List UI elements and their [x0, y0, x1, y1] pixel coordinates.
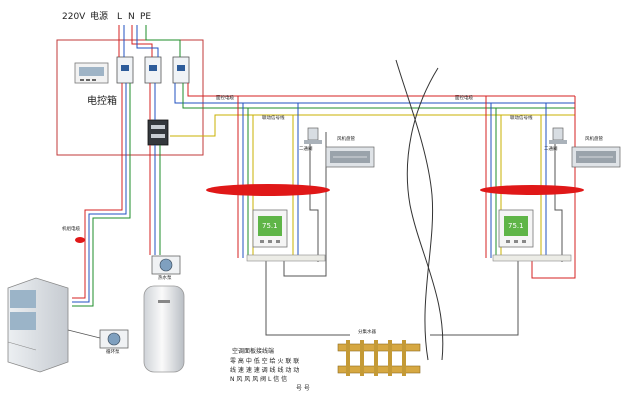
zone-2-thermostat-display: 75.1 — [508, 222, 524, 230]
zone-2-valve — [549, 127, 567, 144]
wall-break-line-right — [406, 67, 444, 361]
control-box-label: 电控箱 — [87, 96, 117, 107]
zone-1-fan-coil — [325, 146, 375, 168]
power-source-label: 电源 — [90, 12, 109, 22]
circulation-pump-label: 循环泵 — [106, 350, 120, 355]
zone-1-valve — [304, 127, 322, 144]
wiring-legend-title: 空调面板接线端 — [232, 348, 275, 355]
wiring-legend-row-3: N 风 风 风 阀 L 信 信 — [230, 376, 288, 383]
zone-2-valve-label: 二通阀 — [544, 147, 558, 152]
voltage-label: 220V — [62, 12, 86, 22]
main-cable-clamp — [75, 237, 85, 243]
line-label-n: N — [128, 12, 135, 22]
control-display-panel — [74, 62, 109, 84]
contactor-wires — [149, 83, 161, 255]
main-cable — [72, 83, 131, 307]
circulation-pipe — [67, 329, 101, 339]
breaker-n — [144, 56, 162, 84]
manifold-label: 分集水器 — [358, 330, 376, 335]
center-line-label-2: 面控电缆 — [455, 96, 473, 101]
circulation-pump — [99, 329, 129, 349]
wiring-legend-row-4: 号 号 — [296, 385, 310, 392]
line-label-pe: PE — [140, 12, 152, 22]
zone-1-cable-bundle — [206, 184, 330, 196]
heat-pump-unit — [7, 277, 69, 373]
hot-water-pump — [151, 255, 181, 275]
zone-1-thermostat — [252, 209, 288, 248]
zone-1-valve-label: 二通阀 — [299, 147, 313, 152]
zone-1-signal-label: 联动信号线 — [262, 116, 285, 121]
zone-1-thermostat-display: 75.1 — [262, 222, 278, 230]
water-tank — [143, 285, 185, 373]
zone-1-wires — [237, 96, 350, 336]
zone-2-cable-bundle — [480, 185, 584, 195]
wall-break-line-left — [395, 59, 434, 361]
breaker-l — [116, 56, 134, 84]
zone-2-fan-coil — [571, 146, 621, 168]
water-manifold — [337, 340, 421, 376]
supply-wires — [118, 25, 181, 57]
zone-buses — [170, 83, 575, 137]
wiring-legend-row-2: 线 速 速 速 调 线 线 动 动 — [230, 367, 300, 374]
zone-1-fan-coil-label: 风机盘管 — [337, 137, 355, 142]
zone-1-terminal-strip — [246, 254, 326, 262]
zone-2-signal-label: 联动信号线 — [510, 116, 533, 121]
zone-2-fan-coil-label: 风机盘管 — [585, 137, 603, 142]
hot-water-pump-label: 热水泵 — [158, 276, 172, 281]
line-label-l: L — [117, 12, 123, 22]
breaker-pe — [172, 56, 190, 84]
center-line-label-1: 面控电缆 — [216, 96, 234, 101]
wiring-legend-row-1: 零 高 中 低 空 给 火 联 联 — [230, 358, 300, 365]
contactor — [147, 119, 169, 146]
zone-2-terminal-strip — [492, 254, 572, 262]
zone-2-thermostat — [498, 209, 534, 248]
main-cable-label: 机组电缆 — [62, 227, 80, 232]
